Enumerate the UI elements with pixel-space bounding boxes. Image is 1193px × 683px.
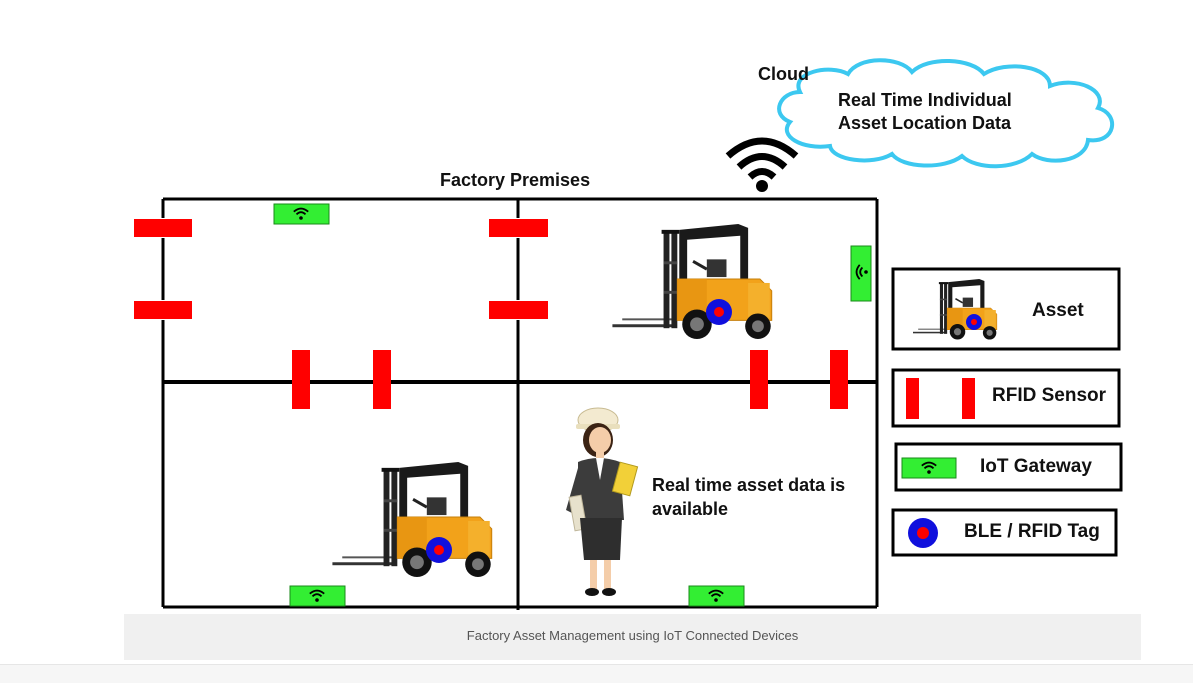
cloud-text-line1: Real Time Individual xyxy=(838,90,1012,110)
rfid-sensor xyxy=(134,219,192,237)
legend-tag-icon xyxy=(908,518,938,548)
legend-rfid-label: RFID Sensor xyxy=(992,385,1107,406)
page-footer-strip xyxy=(0,664,1193,683)
premises-label: Factory Premises xyxy=(440,170,591,190)
legend-box-asset xyxy=(891,267,1121,351)
caption-bar: Factory Asset Management using IoT Conne… xyxy=(124,614,1141,660)
info-line1: Real time asset data is xyxy=(652,475,846,495)
rfid-sensors xyxy=(134,219,848,409)
cloud-shape xyxy=(777,58,1115,169)
legend-box-rfid xyxy=(891,368,1121,428)
iot-gateway xyxy=(688,585,745,607)
cloud-text-line2: Asset Location Data xyxy=(838,113,1012,133)
iot-gateway xyxy=(273,203,330,225)
rfid-sensor xyxy=(292,350,310,409)
info-line2: available xyxy=(652,499,729,519)
legend-tag-label: BLE / RFID Tag xyxy=(964,521,1100,542)
factory-walls xyxy=(161,197,879,610)
legend-rfid-icon xyxy=(906,378,919,419)
forklift-asset-top xyxy=(612,222,774,340)
forklift-asset-bottom xyxy=(332,460,494,578)
rfid-sensor xyxy=(489,219,548,237)
legend-gateway-icon xyxy=(901,457,957,479)
iot-gateways xyxy=(273,203,872,607)
figure-caption: Factory Asset Management using IoT Conne… xyxy=(466,628,799,643)
operator-figure xyxy=(565,407,639,597)
rfid-sensor xyxy=(750,350,768,409)
legend-forklift-icon xyxy=(913,278,998,341)
rfid-sensor xyxy=(830,350,848,409)
legend-gateway-label: IoT Gateway xyxy=(980,456,1092,477)
wifi-signal-icon xyxy=(725,137,799,192)
iot-gateway xyxy=(850,245,872,302)
iot-gateway xyxy=(289,585,346,607)
rfid-sensor xyxy=(134,301,192,319)
rfid-sensor xyxy=(489,301,548,319)
legend-box-tag xyxy=(891,508,1118,557)
legend-asset-label: Asset xyxy=(1032,300,1084,321)
rfid-sensor xyxy=(373,350,391,409)
cloud-label: Cloud xyxy=(758,64,809,84)
legend-rfid-icon xyxy=(962,378,975,419)
